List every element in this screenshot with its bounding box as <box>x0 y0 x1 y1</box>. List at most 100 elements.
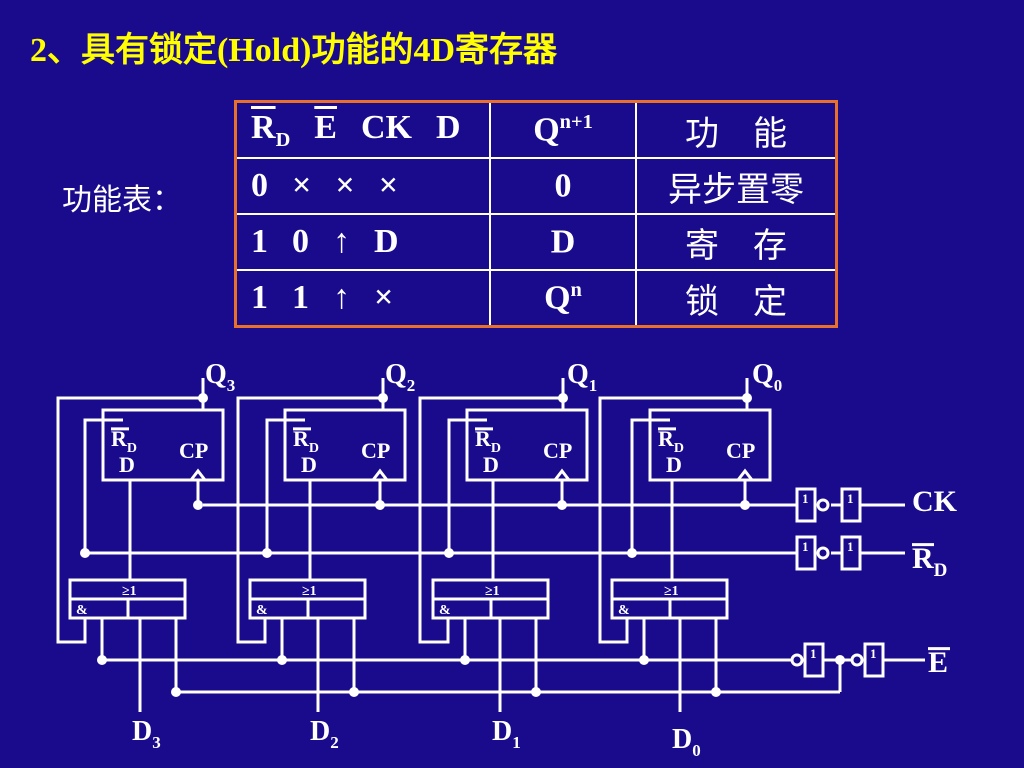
row-ck: ↑ <box>333 279 350 316</box>
ck-junction-dot <box>193 500 203 510</box>
rd-junction-dot <box>444 548 454 558</box>
or-label: ≥1 <box>664 584 679 599</box>
q-feedback-wire <box>236 396 383 644</box>
gate-to-d-wire <box>670 478 676 580</box>
ff-cp-label: CP <box>543 438 572 463</box>
ck-buffer <box>795 487 817 523</box>
row-function: 异步置零 <box>635 157 838 215</box>
d-flip-flop <box>465 408 589 482</box>
ff-d-label: D <box>483 452 499 477</box>
rd-wire <box>447 418 487 553</box>
and-label: & <box>256 603 268 618</box>
row-output: D <box>489 213 637 271</box>
ck-junction-dot <box>740 500 750 510</box>
row-d: D <box>374 223 399 260</box>
ck-bubble <box>816 498 830 512</box>
header-output: Qn+1 <box>489 100 637 159</box>
and-label: & <box>76 603 88 618</box>
header-d: D <box>435 108 461 146</box>
row-output: 0 <box>489 157 637 215</box>
d-flip-flop <box>648 408 772 482</box>
ff-rd-label: RD <box>293 426 319 456</box>
row-inputs: 0 × × × <box>234 157 491 215</box>
rd-junction-dot <box>627 548 637 558</box>
or-label: ≥1 <box>302 584 317 599</box>
header-e: E <box>314 108 337 146</box>
rd-label: RD <box>912 542 947 581</box>
buffer-label: 1 <box>847 539 854 554</box>
ff-d-label: D <box>301 452 317 477</box>
rd-buffer <box>795 535 817 571</box>
row-ck: ↑ <box>333 223 350 260</box>
d-input-label: D2 <box>310 716 339 752</box>
row-rd: 1 <box>251 223 268 260</box>
row-q: 0 <box>554 167 572 205</box>
q-feedback-wire <box>598 396 747 644</box>
header-function: 功 能 <box>635 100 838 159</box>
ck-junction-dot <box>557 500 567 510</box>
table-row: 0 × × × 0 异步置零 <box>234 157 838 215</box>
e-bubble <box>850 653 864 667</box>
page-title: 2、具有锁定(Hold)功能的4D寄存器 <box>30 32 557 69</box>
header-rd-sub: D <box>275 128 291 151</box>
ck-label: CK <box>912 485 958 518</box>
row-e: 1 <box>292 279 309 316</box>
row-q: Q <box>544 279 571 317</box>
ck-junction-dot <box>375 500 385 510</box>
header-rd: R <box>251 108 276 146</box>
gate-to-d-wire <box>128 478 132 580</box>
buffer-label: 1 <box>802 539 809 554</box>
ff-cp-label: CP <box>726 438 755 463</box>
ff-d-label: D <box>666 452 682 477</box>
ff-rd-label: RD <box>658 426 684 456</box>
row-function: 寄 存 <box>635 213 838 271</box>
e-bubble <box>790 653 804 667</box>
d-flip-flop <box>283 408 407 482</box>
or-label: ≥1 <box>485 584 500 599</box>
row-d: × <box>374 279 394 316</box>
rd-junction-dot <box>80 548 90 558</box>
ff-rd-label: RD <box>475 426 501 456</box>
gate-to-d-wire <box>308 478 312 580</box>
row-q-sup: n <box>570 278 582 301</box>
ff-cp-label: CP <box>179 438 208 463</box>
header-q-sup: n+1 <box>559 110 593 133</box>
buffer-label: 1 <box>870 646 877 661</box>
row-e: 0 <box>292 223 309 260</box>
clock-edge-marker <box>371 468 389 481</box>
buffer-label: 1 <box>802 491 809 506</box>
row-d: × <box>378 167 399 204</box>
or-label: ≥1 <box>122 584 137 599</box>
q-feedback-wire <box>56 396 203 644</box>
d-flip-flop <box>101 408 225 482</box>
row-function: 锁 定 <box>635 269 838 328</box>
and-label: & <box>439 603 451 618</box>
row-rd: 1 <box>251 279 268 316</box>
rd-bubble <box>816 546 830 560</box>
d-input-label: D3 <box>132 716 161 752</box>
row-ck: × <box>335 167 355 204</box>
header-ck: CK <box>360 108 412 146</box>
buffer-label: 1 <box>847 491 854 506</box>
rd-wire <box>630 418 670 553</box>
row-e: × <box>292 167 312 204</box>
ff-cp-label: CP <box>361 438 390 463</box>
clock-edge-marker <box>736 468 754 481</box>
row-output: Qn <box>489 269 637 328</box>
rd-junction-dot <box>262 548 272 558</box>
q-output-label: Q1 <box>567 359 597 395</box>
d-input-label: D0 <box>672 724 701 760</box>
e-label: E <box>928 646 948 679</box>
row-rd: 0 <box>251 167 268 204</box>
rd-wire <box>265 418 305 553</box>
clock-edge-marker <box>553 468 571 481</box>
and-label: & <box>618 603 630 618</box>
buffer-label: 1 <box>810 646 817 661</box>
q-output-label: Q2 <box>385 359 415 395</box>
